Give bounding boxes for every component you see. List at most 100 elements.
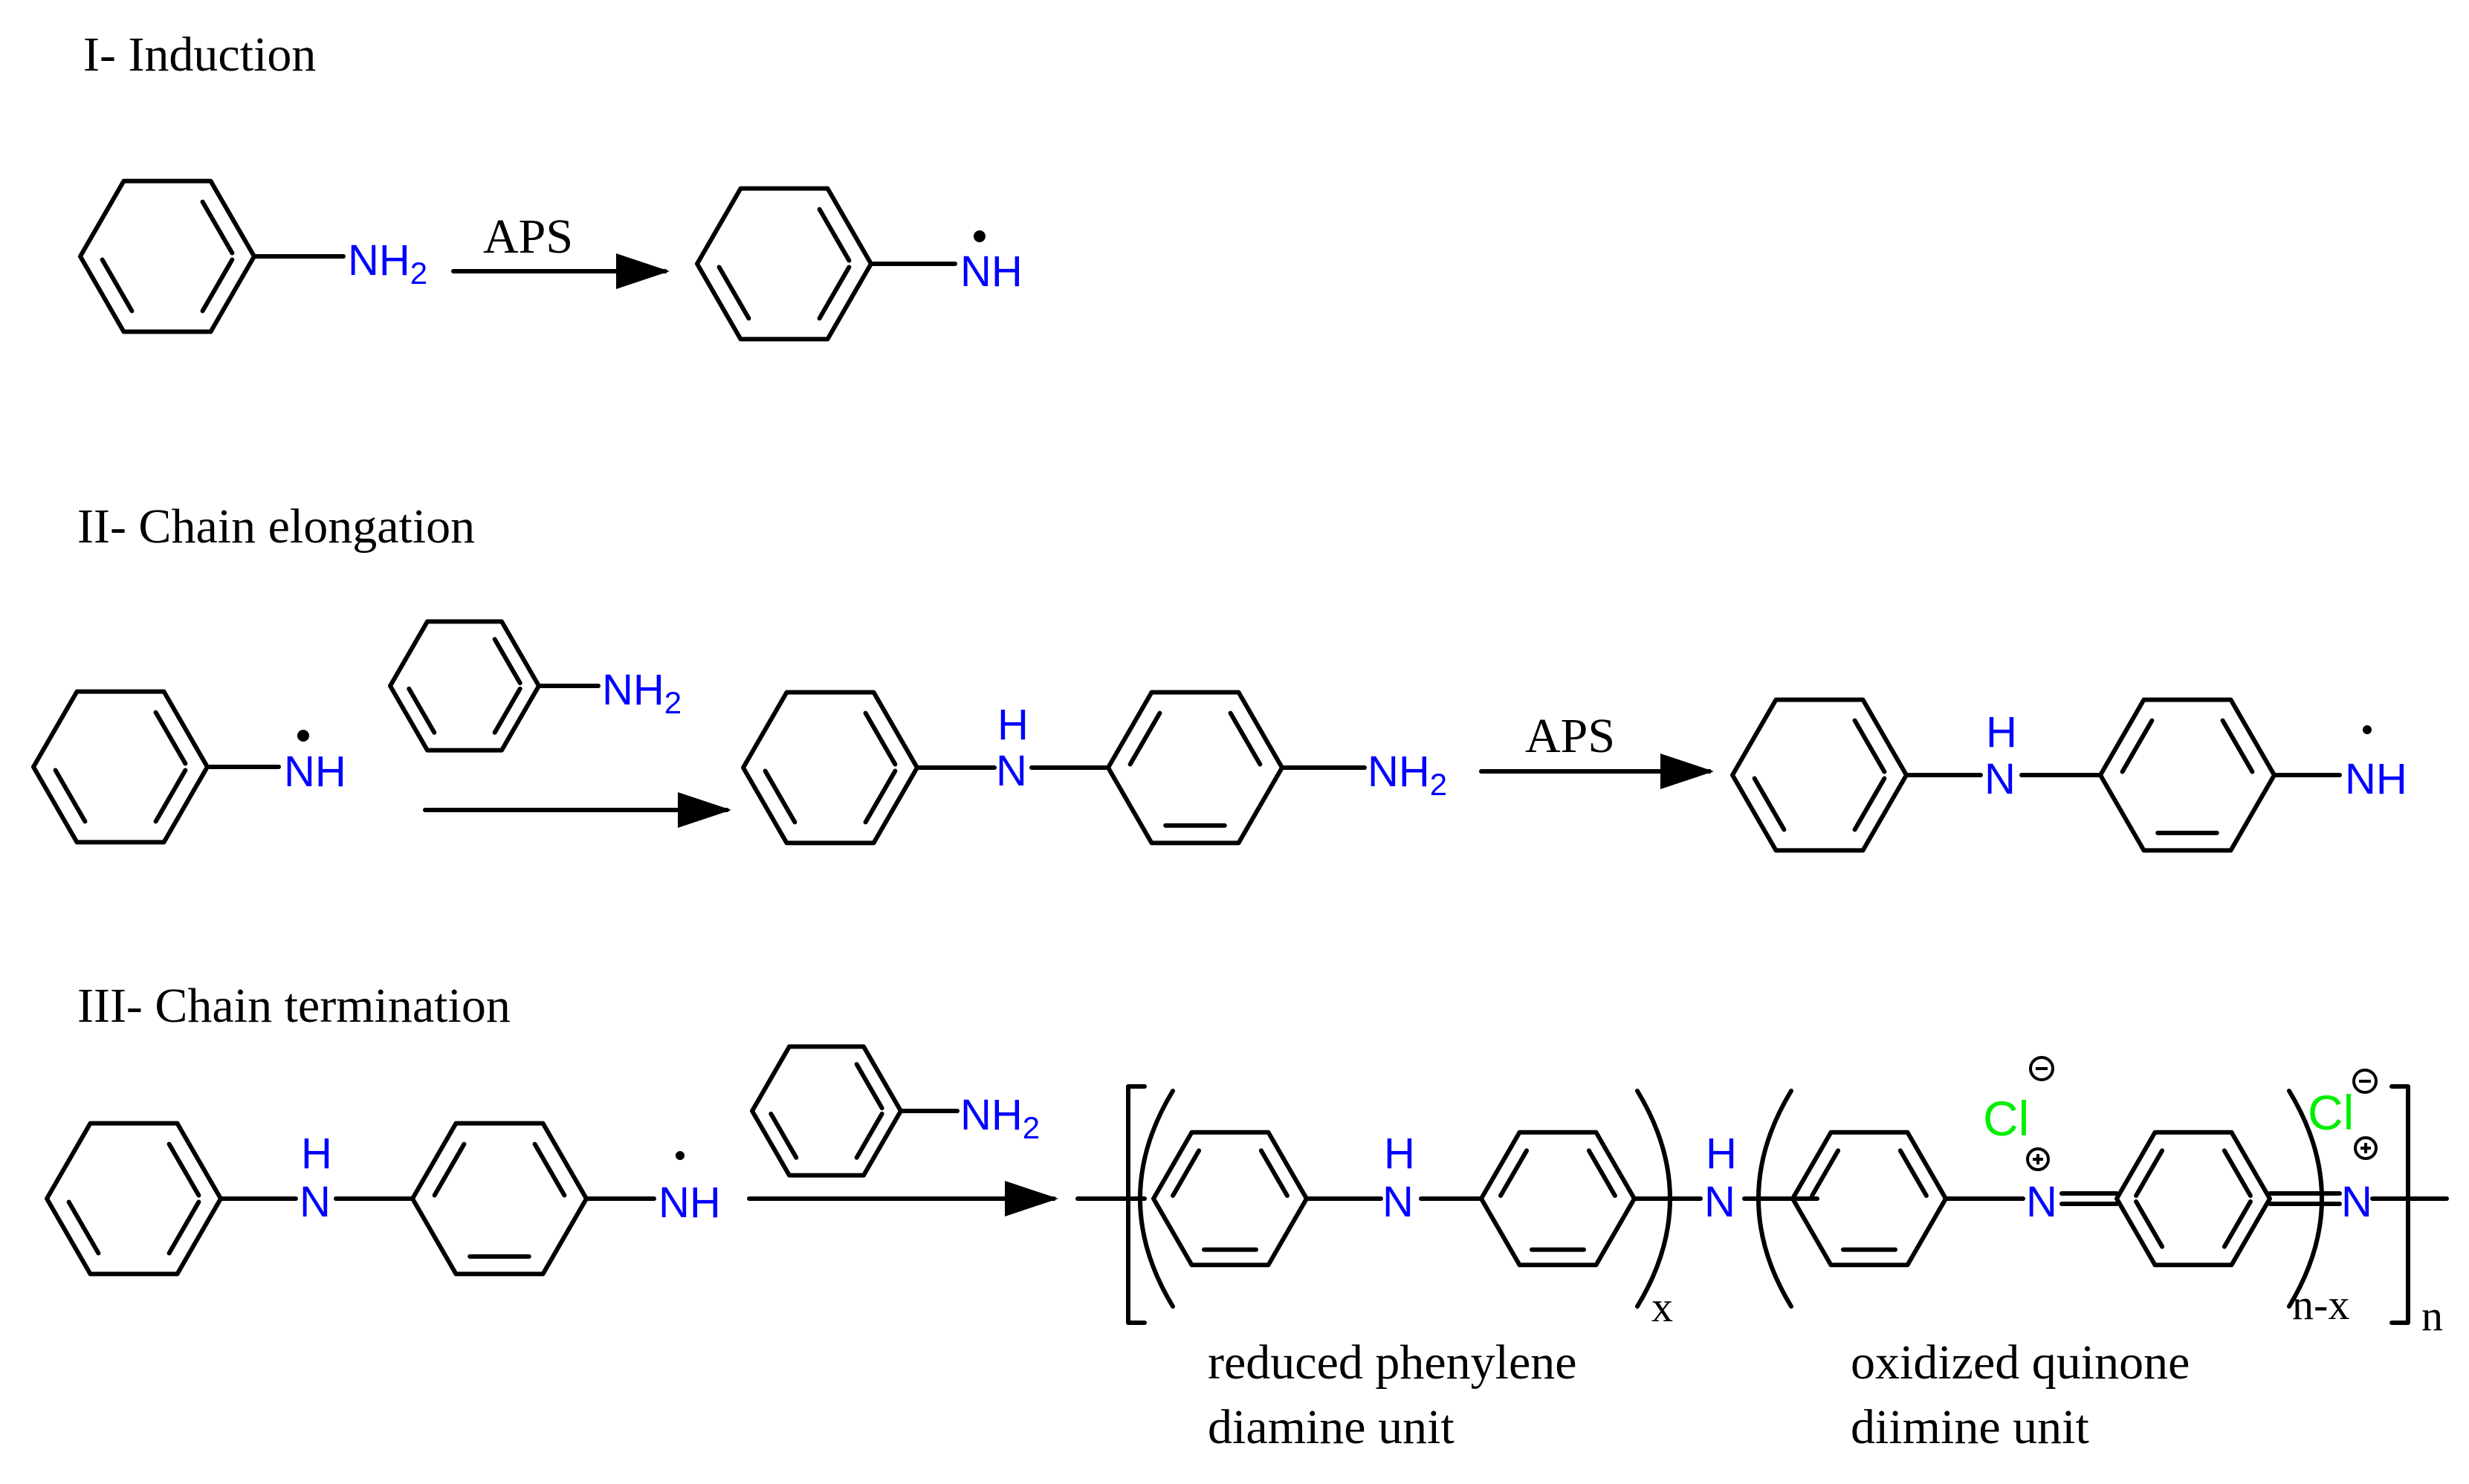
- n-atom-label: N: [2026, 1178, 2057, 1226]
- left-square-bracket: [1126, 1084, 1147, 1325]
- ring-double-bond: [1752, 776, 1787, 832]
- ring-double-bond: [2220, 718, 2255, 774]
- h-atom-label: H: [301, 1130, 332, 1178]
- ring-outline: [1106, 690, 1284, 846]
- ring-double-bond: [166, 1141, 201, 1198]
- benzene-ring: [1790, 1130, 1948, 1268]
- left-parenthesis: [1756, 1089, 1793, 1309]
- positive-charge-icon: [2354, 1136, 2378, 1160]
- radical-dot: [2363, 725, 2372, 734]
- ring-double-bond: [407, 686, 437, 735]
- ring-outline: [78, 178, 256, 334]
- ring-outline: [388, 619, 541, 753]
- ring-double-bond: [854, 1111, 884, 1160]
- ring-double-bond: [2222, 1199, 2253, 1249]
- ring-double-bond: [1810, 1148, 1841, 1199]
- ring-double-bond: [166, 1199, 201, 1256]
- ring-double-bond: [2134, 1148, 2165, 1199]
- ring-double-bond: [817, 207, 852, 263]
- ring-double-bond: [153, 768, 188, 824]
- benzene-ring: [31, 689, 210, 845]
- reduced-unit-caption-line2: diamine unit: [1208, 1400, 1454, 1454]
- benzene-ring: [1730, 697, 1909, 853]
- stage-termination-heading: III- Chain termination: [77, 979, 511, 1033]
- ring-double-bond: [432, 1141, 467, 1198]
- benzene-ring: [2098, 697, 2277, 853]
- n-atom-label: N: [1984, 755, 2016, 803]
- left-parenthesis: [1138, 1089, 1175, 1309]
- subscript-n-minus-x: n-x: [2292, 1280, 2349, 1329]
- benzene-ring: [741, 690, 919, 846]
- ring-double-bond: [1258, 1148, 1289, 1199]
- reagent-label-aps: APS: [483, 210, 573, 264]
- negative-charge-icon: [2352, 1069, 2378, 1094]
- ring-outline: [45, 1121, 223, 1277]
- ring-double-bond: [200, 257, 235, 314]
- ring-double-bond: [817, 265, 852, 321]
- reduced-unit-caption-line1: reduced phenylene: [1208, 1335, 1577, 1390]
- radical-dot: [974, 230, 986, 242]
- benzene-ring: [45, 1121, 223, 1277]
- nh-radical-group: NH: [2345, 755, 2407, 803]
- n-atom-label: N: [996, 747, 1027, 795]
- subscript-n: n: [2421, 1292, 2443, 1340]
- ring-double-bond: [1852, 718, 1887, 774]
- oxidized-unit-caption-line2: diimine unit: [1851, 1400, 2089, 1454]
- ring-double-bond: [2222, 1148, 2253, 1199]
- ring-double-bond: [1127, 710, 1162, 767]
- chloride-counterion: Cl: [2308, 1085, 2354, 1140]
- reagent-label-aps: APS: [1525, 709, 1615, 763]
- ring-outline: [1790, 1130, 1948, 1268]
- ring-outline: [2098, 697, 2277, 853]
- radical-dot: [297, 730, 309, 742]
- ring-double-bond: [763, 768, 797, 825]
- ring-double-bond: [1498, 1148, 1530, 1199]
- ring-double-bond: [532, 1141, 567, 1198]
- ring-double-bond: [1171, 1148, 1202, 1199]
- ring-double-bond: [2134, 1199, 2165, 1249]
- benzene-ring: [410, 1121, 589, 1277]
- ring-double-bond: [53, 768, 88, 824]
- positive-charge-icon: [2026, 1147, 2050, 1171]
- ring-double-bond: [854, 1062, 884, 1111]
- stage-elongation-heading: II- Chain elongation: [77, 499, 475, 554]
- ring-double-bond: [1586, 1148, 1617, 1199]
- h-atom-label: H: [1706, 1130, 1737, 1178]
- quinoid-ring: [2114, 1130, 2272, 1268]
- nh2-group: NH2: [960, 1091, 1040, 1145]
- nh2-group: NH2: [348, 236, 427, 291]
- ring-double-bond: [863, 710, 898, 767]
- nh2-group: NH2: [602, 666, 682, 720]
- benzene-ring: [1479, 1130, 1637, 1268]
- radical-dot: [676, 1151, 685, 1160]
- ring-double-bond: [492, 637, 522, 686]
- nh-radical-group: NH: [658, 1179, 721, 1227]
- subscript-x: x: [1651, 1283, 1673, 1331]
- ring-double-bond: [716, 265, 751, 321]
- oxidized-unit-caption-line1: oxidized quinone: [1851, 1335, 2190, 1390]
- n-atom-label: N: [300, 1178, 331, 1226]
- ring-outline: [1730, 697, 1909, 853]
- ring-double-bond: [66, 1199, 101, 1256]
- n-atom-label: N: [2341, 1178, 2372, 1226]
- polyaniline-structure: H N x H N Cl N Cl: [1075, 1056, 2449, 1340]
- ring-outline: [1479, 1130, 1637, 1268]
- ring-double-bond: [2120, 718, 2155, 774]
- h-atom-label: H: [997, 701, 1029, 749]
- ring-double-bond: [1228, 710, 1263, 767]
- benzene-ring: [78, 178, 256, 334]
- h-atom-label: H: [1986, 708, 2017, 756]
- n-atom-label: N: [1382, 1178, 1414, 1226]
- chloride-counterion: Cl: [1983, 1091, 2029, 1146]
- n-atom-label: N: [1704, 1178, 1735, 1226]
- ring-outline: [31, 689, 210, 845]
- ring-double-bond: [492, 686, 522, 735]
- ring-double-bond: [153, 710, 188, 766]
- benzene-ring: [1106, 690, 1284, 846]
- ring-outline: [1151, 1130, 1309, 1268]
- benzene-ring: [1151, 1130, 1309, 1268]
- ring-double-bond: [768, 1111, 799, 1160]
- right-parenthesis: [2287, 1089, 2324, 1309]
- ring-outline: [741, 690, 919, 846]
- right-square-bracket: [2389, 1084, 2410, 1325]
